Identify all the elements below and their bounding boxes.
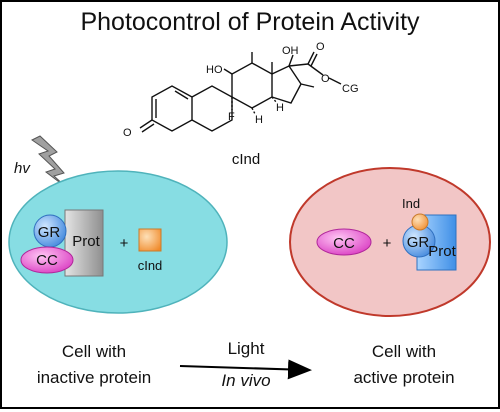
right-protein-complex: GR Prot <box>402 213 457 271</box>
caging-group-label: CG <box>342 83 359 95</box>
right-cc-label: CC <box>333 235 355 252</box>
left-cc-label: CC <box>36 252 58 269</box>
left-gr-label: GR <box>38 224 61 241</box>
right-gr-label: GR <box>407 234 430 251</box>
cind-molecule-structure <box>139 51 342 133</box>
cind-molecule-atom-labels: O HO OH F H H O O CG <box>123 41 359 139</box>
left-ligand-label: cInd <box>138 258 163 273</box>
fluorine-label: F <box>228 111 235 123</box>
molecule-name: cInd <box>232 151 260 168</box>
diagram-canvas: Photocontrol of Protein Activity <box>8 8 491 390</box>
right-cell <box>289 167 491 317</box>
lightning-bolt-icon <box>31 135 68 189</box>
active-ligand-sphere <box>411 213 429 231</box>
hydrogen-label-1: H <box>255 114 263 126</box>
right-caption-line2: active protein <box>353 368 454 387</box>
carbonyl-oxygen-label: O <box>316 41 325 53</box>
ketone-oxygen-label: O <box>123 127 132 139</box>
arrow-top-label: Light <box>228 339 265 358</box>
left-cell <box>8 170 228 314</box>
right-ligand-label: Ind <box>402 196 420 211</box>
ester-oxygen-label: O <box>321 73 330 85</box>
left-caption-line1: Cell with <box>62 342 126 361</box>
arrow-bottom-label: In vivo <box>221 371 270 390</box>
right-cc-ellipse <box>316 228 372 256</box>
left-prot-label: Prot <box>72 233 100 250</box>
right-caption-line1: Cell with <box>372 342 436 361</box>
left-cc-ellipse <box>20 246 74 274</box>
left-plus-sign: + <box>120 235 129 252</box>
right-plus-sign: + <box>383 235 392 252</box>
left-protein-complex: GR Prot CC <box>20 209 104 277</box>
reaction-arrow <box>179 359 312 380</box>
c17-hydroxyl-label: OH <box>282 45 299 57</box>
caged-ligand-square <box>138 228 162 252</box>
hydroxyl-label: HO <box>206 64 223 76</box>
left-caption-line2: inactive protein <box>37 368 151 387</box>
light-symbol: hv <box>14 160 31 177</box>
figure-title: Photocontrol of Protein Activity <box>80 8 420 36</box>
right-prot-label: Prot <box>428 243 456 260</box>
hydrogen-label-2: H <box>276 102 284 114</box>
